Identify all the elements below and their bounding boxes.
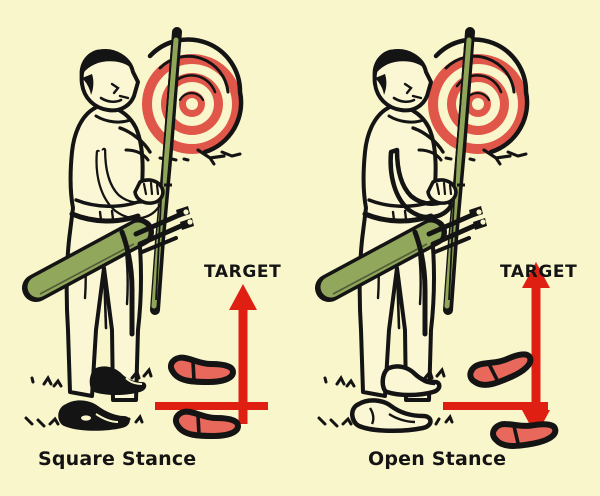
quiver-graphic bbox=[22, 206, 194, 337]
open-stance-scene bbox=[315, 27, 559, 449]
ground-marks bbox=[317, 366, 454, 428]
target-label-square: TARGET bbox=[204, 262, 282, 282]
stance-diagram-square bbox=[155, 284, 268, 439]
target-label-open: TARGET bbox=[500, 262, 578, 282]
footprint-front bbox=[467, 351, 534, 388]
stance-diagram-open bbox=[443, 262, 559, 449]
archer-feet bbox=[350, 364, 442, 434]
archery-target-graphic bbox=[142, 37, 244, 166]
stance-label-square: Square Stance bbox=[38, 448, 197, 470]
panel-open-stance: TARGET Open Stance bbox=[300, 0, 600, 496]
archery-target-graphic bbox=[428, 37, 530, 166]
panel-square-stance: TARGET Square Stance bbox=[22, 27, 282, 470]
stance-label-open: Open Stance bbox=[368, 448, 507, 470]
footprint-front bbox=[167, 354, 236, 385]
footprint-rear bbox=[490, 421, 559, 449]
quiver-graphic bbox=[315, 206, 487, 337]
footprint-rear bbox=[172, 408, 241, 439]
ground-marks bbox=[24, 366, 153, 428]
square-stance-scene bbox=[22, 27, 268, 439]
archer-feet bbox=[58, 366, 147, 431]
